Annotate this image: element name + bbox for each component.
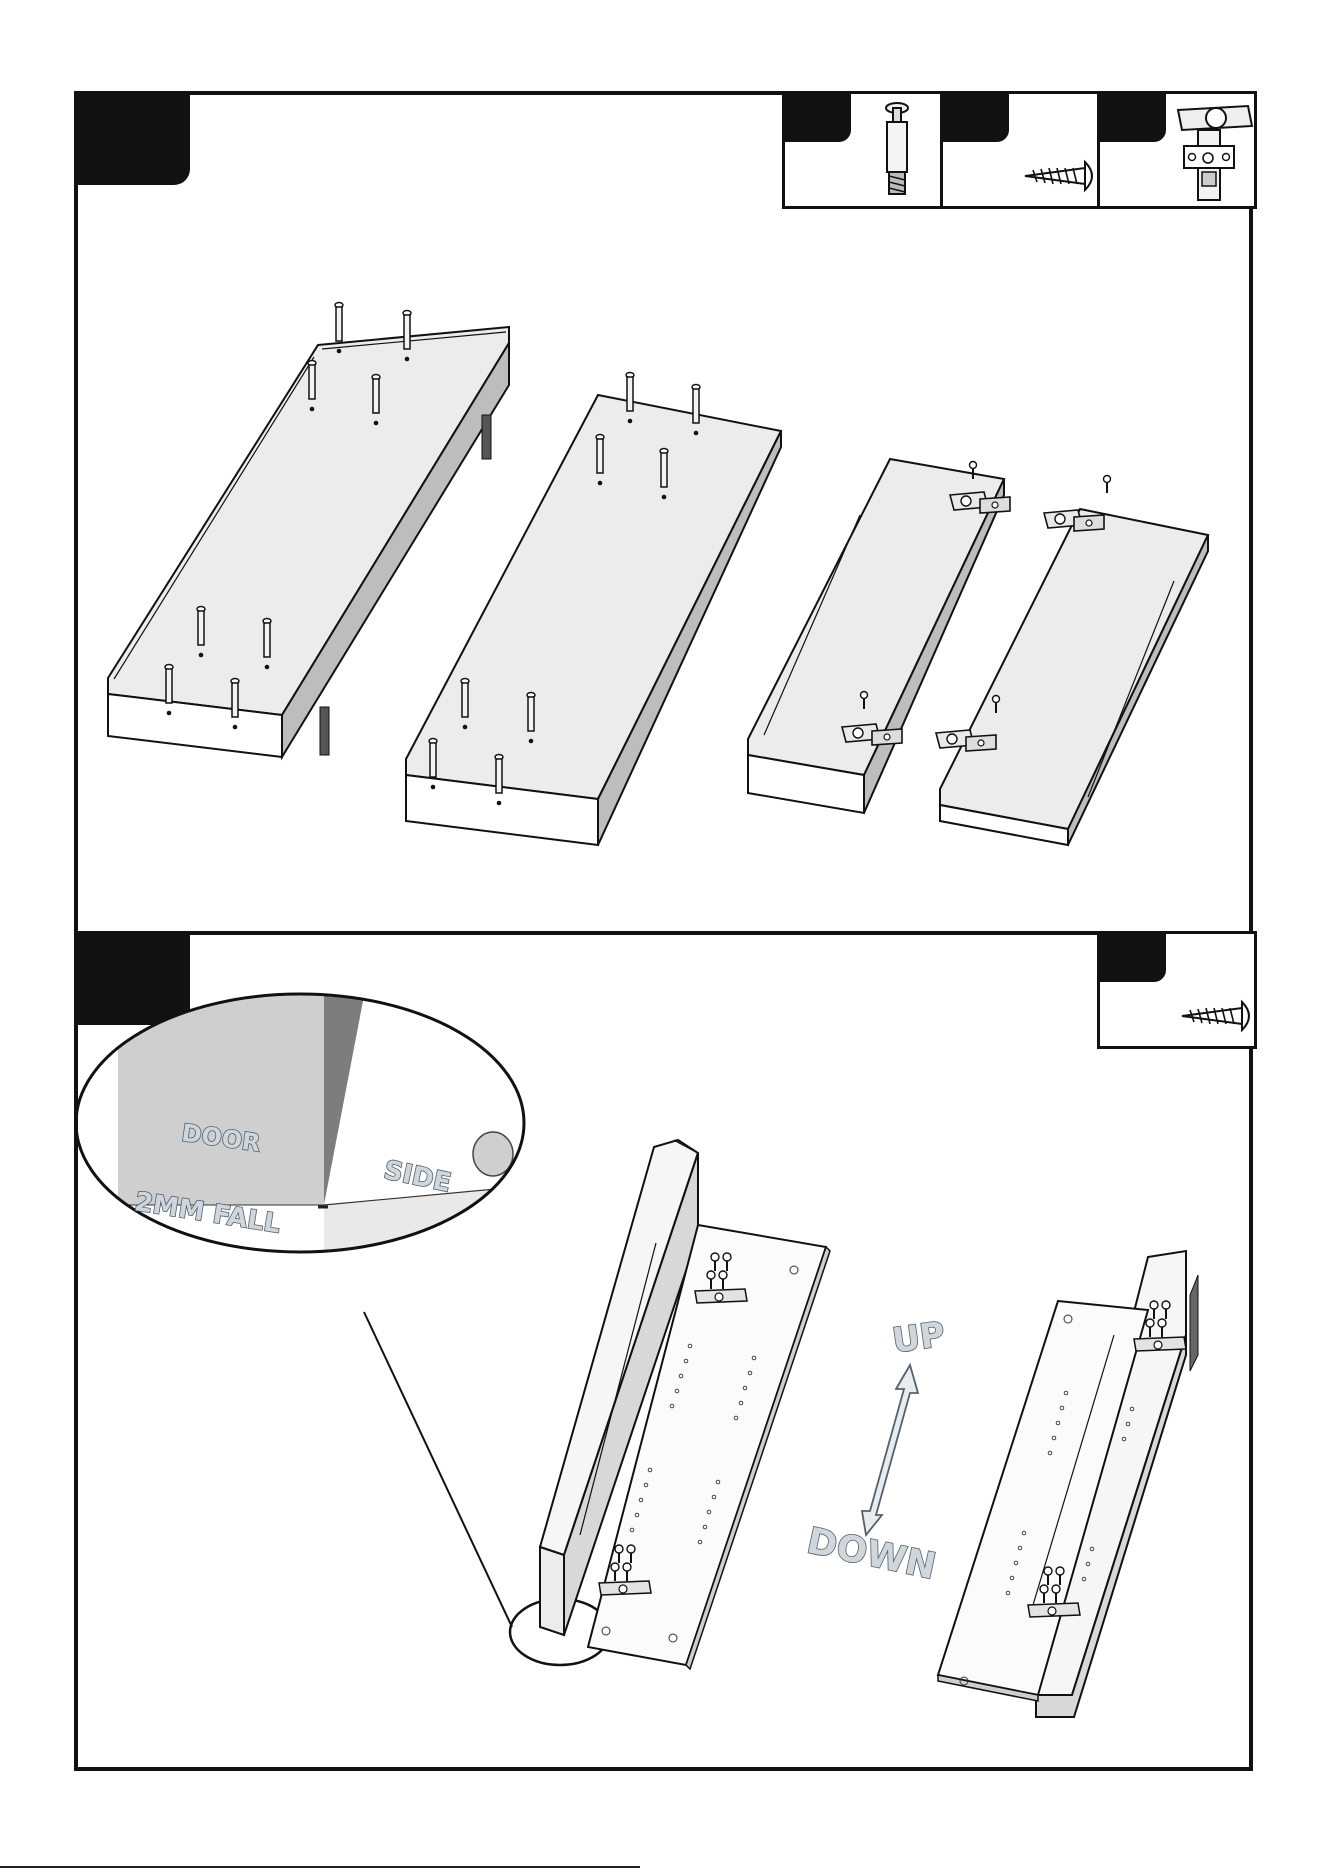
left-side-with-door xyxy=(540,1140,830,1669)
step-2-panel: DOOR SIDE 2MM FALL xyxy=(74,931,1253,1771)
down-label: DOWN xyxy=(803,1521,939,1588)
up-down-arrow xyxy=(862,1365,918,1535)
step-2-illustration: UP DOWN xyxy=(78,935,1257,1775)
footer-rule xyxy=(0,1866,640,1868)
right-side-with-door xyxy=(938,1251,1198,1717)
step-1-illustration xyxy=(78,95,1257,939)
step-1-panel xyxy=(74,91,1253,935)
up-label: UP xyxy=(890,1314,948,1361)
